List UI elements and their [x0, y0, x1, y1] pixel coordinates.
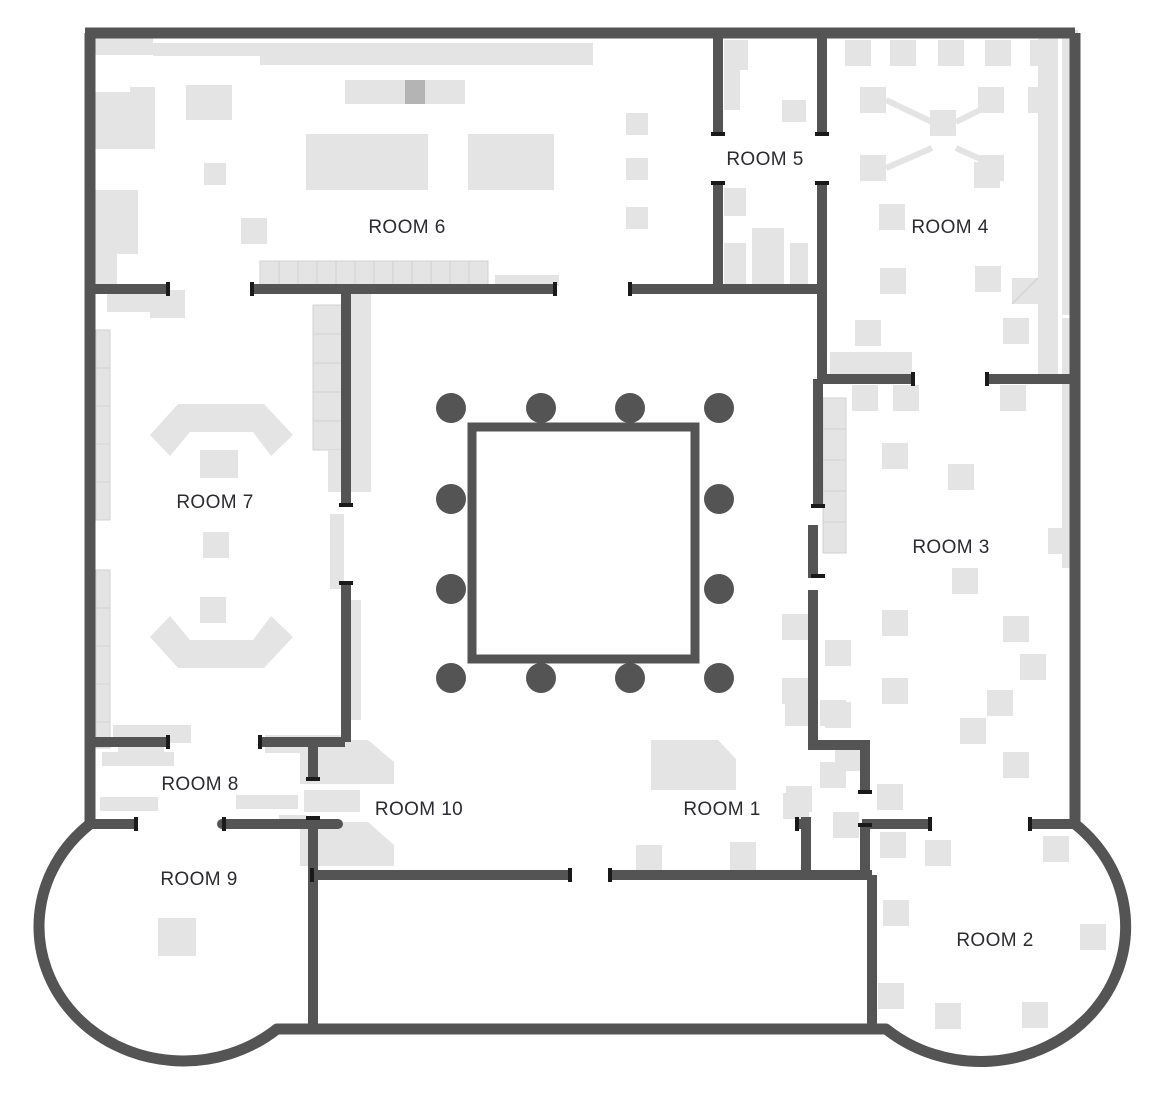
chair — [436, 663, 466, 693]
table-top — [467, 422, 700, 664]
chair — [704, 393, 734, 423]
chair — [436, 574, 466, 604]
chair — [615, 663, 645, 693]
room-label-room-1: ROOM 1 — [683, 799, 760, 820]
room-4-furniture — [845, 30, 1058, 378]
room-5-furniture — [724, 40, 808, 284]
stairs — [312, 304, 344, 451]
chair — [526, 393, 556, 423]
chair — [704, 484, 734, 514]
room-label-room-5: ROOM 5 — [726, 149, 803, 170]
window-bank-lower — [95, 569, 111, 749]
room-label-room-7: ROOM 7 — [176, 492, 253, 513]
wall-room1-jog — [808, 590, 870, 793]
room-label-room-10: ROOM 10 — [375, 799, 463, 820]
room-1-furniture — [636, 700, 846, 871]
room-label-room-4: ROOM 4 — [911, 217, 988, 238]
seating-row — [259, 260, 489, 286]
chair — [436, 393, 466, 423]
wall-layer — [33, 27, 1132, 1067]
room-6-furniture — [91, 33, 648, 286]
chair — [704, 663, 734, 693]
room-label-room-2: ROOM 2 — [956, 930, 1033, 951]
room-labels: ROOM 1 ROOM 2 ROOM 3 ROOM 4 ROOM 5 ROOM … — [160, 149, 1033, 951]
chair — [615, 393, 645, 423]
window-bank-upper — [95, 329, 111, 521]
room-label-room-6: ROOM 6 — [368, 217, 445, 238]
room-label-room-9: ROOM 9 — [160, 869, 237, 890]
room-7-furniture — [95, 290, 371, 749]
room-9-furniture — [158, 918, 196, 956]
table-chairs — [436, 393, 734, 693]
room-10-furniture — [279, 740, 394, 866]
cabinet-bank — [822, 397, 847, 554]
room-label-room-8: ROOM 8 — [161, 774, 238, 795]
chair — [526, 663, 556, 693]
door-jambs — [134, 132, 1032, 882]
chair — [436, 484, 466, 514]
room-2-furniture — [877, 784, 1106, 1029]
chair — [704, 574, 734, 604]
conference-table[interactable] — [436, 393, 734, 693]
room-label-room-3: ROOM 3 — [912, 537, 989, 558]
outer-walls — [33, 27, 1132, 1067]
